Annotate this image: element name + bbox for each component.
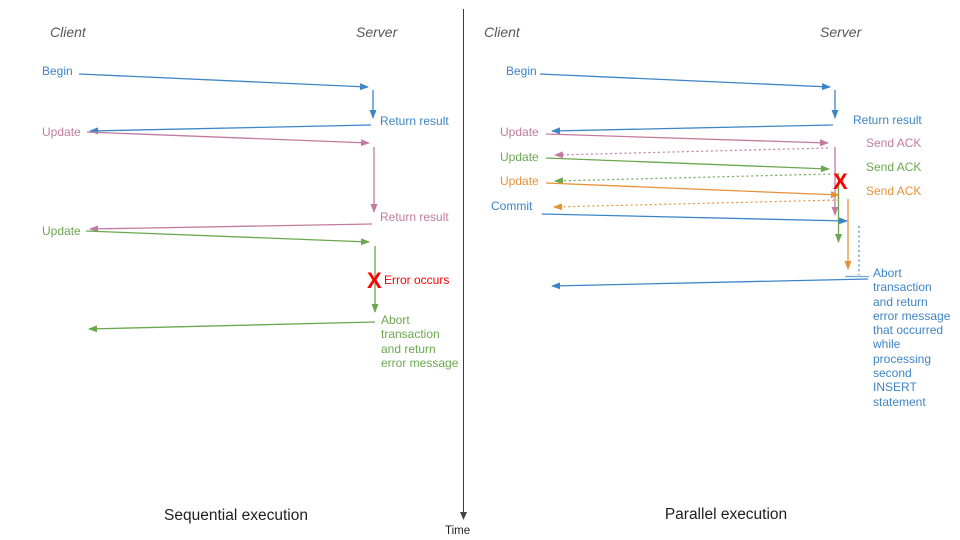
right-client-label: Client (484, 24, 520, 40)
right-update1-arrows (545, 133, 839, 216)
right-commit-request-arrow (541, 213, 848, 225)
right-diagram-title: Parallel execution (664, 506, 788, 523)
right-return-result-label: Return result (853, 113, 922, 127)
time-axis-label: Time (445, 525, 471, 537)
right-update1-request-arrow (545, 133, 829, 147)
left-update2-request-arrow (85, 230, 370, 246)
right-begin-request-arrow (539, 73, 831, 91)
left-begin-request-arrow (78, 73, 369, 91)
right-send-ack-2-label: Send ACK (866, 160, 922, 174)
right-server-label: Server (820, 24, 862, 40)
left-return-result-1-label: Return result (380, 114, 449, 128)
right-begin-return-arrow (551, 124, 834, 135)
right-update2-request-arrow (545, 157, 830, 173)
right-abort-note: Abort transaction and return error messa… (873, 266, 951, 409)
right-commit-label: Commit (491, 199, 533, 213)
right-send-ack-1-label: Send ACK (866, 136, 922, 150)
left-update1-request-arrow (86, 131, 370, 147)
right-update-3-label: Update (500, 174, 539, 188)
left-abort-return-arrow (88, 321, 376, 333)
right-commit-arrows (541, 213, 869, 290)
right-update2-arrows (545, 157, 842, 243)
left-begin-return-arrow (89, 124, 372, 135)
right-begin-arrows (539, 73, 839, 135)
left-update1-return-arrow (89, 223, 373, 233)
left-update2-arrows (85, 230, 379, 333)
right-update3-ack-arrow (553, 199, 840, 211)
right-update3-request-arrow (545, 182, 840, 199)
left-error-occurs-label: Error occurs (384, 273, 450, 287)
right-abort-return-arrow (551, 278, 869, 290)
left-update-2-label: Update (42, 224, 81, 238)
right-update1-ack-arrow (554, 147, 829, 159)
right-update-2-label: Update (500, 150, 539, 164)
left-begin-label: Begin (42, 64, 73, 78)
right-begin-label: Begin (506, 64, 537, 78)
right-update2-ack-arrow (554, 173, 831, 185)
left-client-label: Client (50, 24, 86, 40)
left-server-label: Server (356, 24, 398, 40)
left-return-result-2-label: Return result (380, 210, 449, 224)
left-diagram-title: Sequential execution (164, 507, 308, 524)
left-update1-arrows (86, 131, 378, 233)
left-update-1-label: Update (42, 125, 81, 139)
left-abort-note: Abort transaction and return error messa… (381, 313, 459, 370)
right-send-ack-3-label: Send ACK (866, 184, 922, 198)
right-update3-arrows (545, 182, 852, 270)
left-begin-arrows (78, 73, 377, 135)
left-error-x-mark: X (367, 268, 382, 293)
right-update-1-label: Update (500, 125, 539, 139)
right-error-x-mark: X (833, 169, 848, 194)
